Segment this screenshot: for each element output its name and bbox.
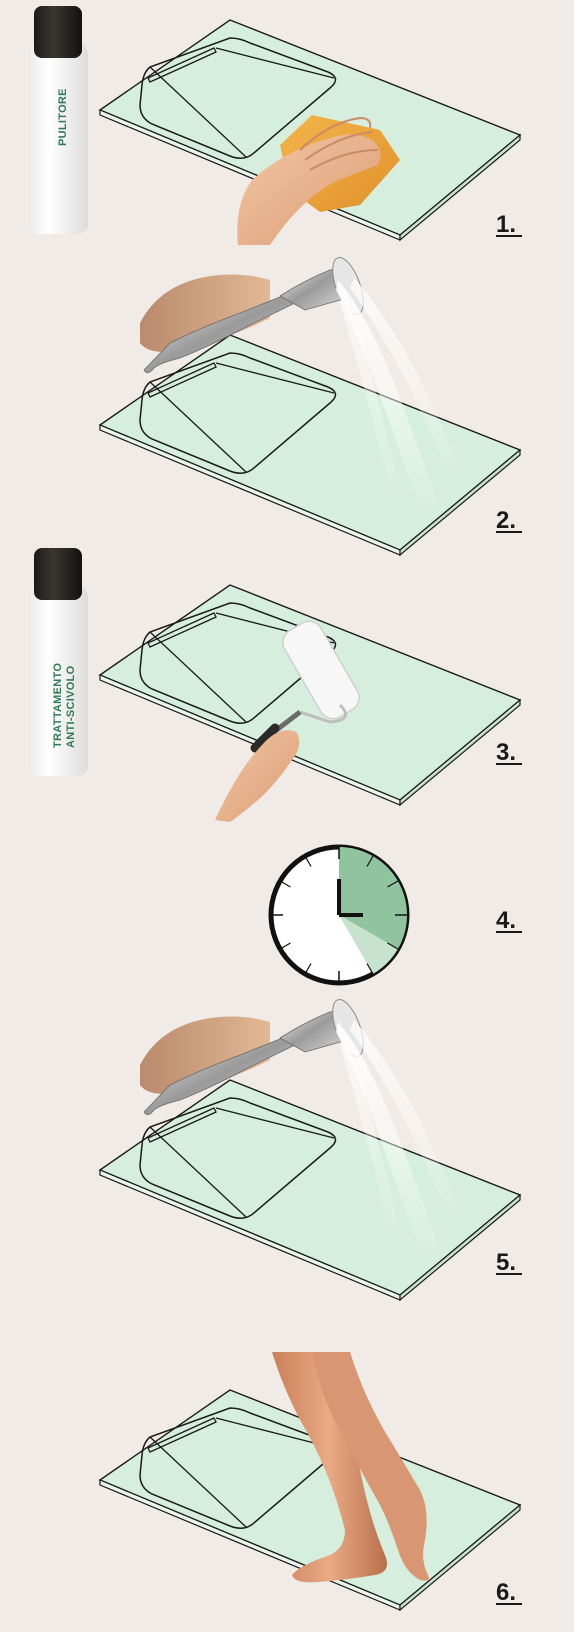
step-number-3: 3.	[496, 739, 516, 766]
step-2: 2.	[100, 254, 522, 555]
step-5: 5.	[100, 996, 522, 1300]
bottle-label-treatment-line1: TRATTAMENTO	[52, 663, 64, 748]
cleaner-bottle: PULITORE	[28, 6, 88, 234]
step-number-6: 6.	[496, 1579, 516, 1606]
step-4: 4.	[271, 847, 522, 983]
step-6: 6.	[100, 1352, 522, 1610]
clock-icon	[271, 847, 407, 983]
bottle-label-treatment-line2: ANTI-SCIVOLO	[65, 665, 77, 748]
bottle-label-cleaner: PULITORE	[57, 88, 69, 146]
shower-tray	[100, 335, 520, 555]
step-3: TRATTAMENTO ANTI-SCIVOLO 3.	[28, 548, 522, 822]
shower-tray	[100, 585, 520, 805]
step-number-4: 4.	[496, 907, 516, 934]
step-number-5: 5.	[496, 1249, 516, 1276]
step-number-1: 1.	[496, 211, 516, 238]
step-number-2: 2.	[496, 507, 516, 534]
anti-slip-bottle: TRATTAMENTO ANTI-SCIVOLO	[28, 548, 88, 776]
step-1: PULITORE 1.	[28, 6, 522, 245]
shower-tray	[100, 1080, 520, 1300]
